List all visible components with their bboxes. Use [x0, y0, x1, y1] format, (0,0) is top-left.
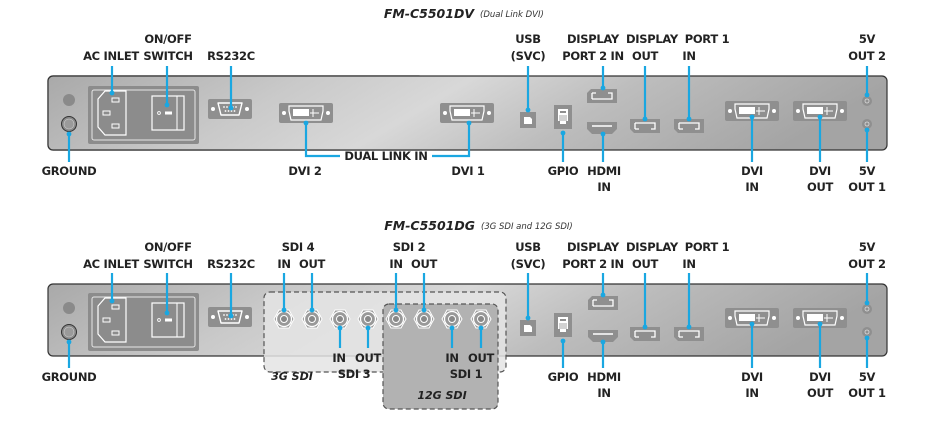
dp2-in-port-icon	[586, 88, 618, 104]
label-sdi4-out: OUT	[299, 257, 326, 271]
label-dp1-in: IN	[682, 257, 695, 271]
label-sdi4-in: IN	[277, 257, 290, 271]
label-display-1: DISPLAY	[567, 32, 620, 46]
label-dvi-in-1: DVI	[741, 370, 763, 384]
label-5v-out2: OUT 2	[848, 257, 885, 271]
label-ac-inlet: AC INLET	[83, 49, 139, 63]
label-gpio: GPIO	[548, 164, 579, 178]
label-rs232c: RS232C	[207, 49, 255, 63]
label-5v-top: 5V	[859, 32, 876, 46]
label-display-1: DISPLAY	[567, 240, 620, 254]
label-hdmi: HDMI	[587, 164, 621, 178]
label-onoff: ON/OFF	[144, 32, 191, 46]
label-5v-out1: OUT 1	[848, 386, 886, 400]
label-dvi-out-1: DVI	[809, 164, 831, 178]
5v-out2-icon	[861, 95, 873, 107]
label-5v-bottom: 5V	[859, 164, 876, 178]
sdi1-in-bnc-icon	[441, 309, 463, 329]
top-title: FM-C5501DV	[384, 6, 476, 21]
5v-out1-icon	[861, 326, 873, 338]
dvi2-port-icon	[278, 102, 334, 124]
dp2-in-port-icon	[587, 295, 619, 311]
label-dp-out: OUT	[632, 257, 659, 271]
label-dvi-in-1: DVI	[741, 164, 763, 178]
sdi3-in-bnc-icon	[329, 309, 351, 329]
label-usb: USB	[515, 240, 541, 254]
label-usb-svc: (SVC)	[511, 49, 546, 63]
label-sdi4: SDI 4	[282, 240, 315, 254]
top-subtitle: (Dual Link DVI)	[480, 10, 544, 20]
label-ground: GROUND	[42, 370, 97, 384]
label-dvi-in-2: IN	[745, 180, 758, 194]
usb-port-icon	[520, 112, 536, 128]
label-switch: SWITCH	[143, 49, 192, 63]
label-5v-top: 5V	[859, 240, 876, 254]
label-usb-svc: (SVC)	[511, 257, 546, 271]
label-sdi2: SDI 2	[393, 240, 426, 254]
bottom-subtitle: (3G SDI and 12G SDI)	[481, 222, 573, 232]
sdi3-out-bnc-icon	[357, 309, 379, 329]
bottom-leader-lines	[66, 273, 870, 368]
label-hdmi-in: IN	[597, 386, 610, 400]
usb-port-icon	[520, 320, 536, 336]
sdi4-out-bnc-icon	[301, 309, 323, 329]
label-sdi2-out: OUT	[411, 257, 438, 271]
sdi1-out-bnc-icon	[470, 309, 492, 329]
label-5v-out1: OUT 1	[848, 180, 886, 194]
dvi1-port-icon	[439, 102, 495, 124]
label-port1: PORT 1	[685, 32, 730, 46]
bottom-panel: FM-C5501DG (3G SDI and 12G SDI)	[42, 218, 888, 410]
label-dual-link-in: DUAL LINK IN	[344, 149, 427, 163]
label-port2-in: PORT 2 IN	[562, 257, 624, 271]
gpio-port-icon	[553, 104, 573, 130]
ground-screw-icon	[63, 94, 75, 106]
label-sdi1-in: IN	[445, 351, 458, 365]
12g-sdi-group	[382, 303, 499, 410]
5v-out2-icon	[861, 303, 873, 315]
label-dvi-out-2: OUT	[807, 180, 834, 194]
label-3g-sdi: 3G SDI	[271, 370, 313, 383]
top-panel: FM-C5501DV (Dual Link DVI)	[42, 6, 888, 194]
label-sdi3: SDI 3	[338, 367, 371, 381]
label-ground: GROUND	[42, 164, 97, 178]
sdi4-in-bnc-icon	[273, 309, 295, 329]
gpio-port-icon	[553, 312, 573, 338]
top-leader-lines	[66, 66, 870, 162]
label-dvi1: DVI 1	[451, 164, 485, 178]
label-dp-out: OUT	[632, 49, 659, 63]
label-sdi1: SDI 1	[450, 367, 483, 381]
label-onoff: ON/OFF	[144, 240, 191, 254]
label-hdmi-in: IN	[597, 180, 610, 194]
ac-inlet-switch-icon	[87, 292, 200, 352]
label-sdi3-in: IN	[332, 351, 345, 365]
label-dp1-in: IN	[682, 49, 695, 63]
label-5v-out2: OUT 2	[848, 49, 885, 63]
label-port1: PORT 1	[685, 240, 730, 254]
sdi2-in-bnc-icon	[385, 309, 407, 329]
label-switch: SWITCH	[143, 257, 192, 271]
label-port2-in: PORT 2 IN	[562, 49, 624, 63]
label-sdi3-out: OUT	[355, 351, 382, 365]
label-dvi-out-1: DVI	[809, 370, 831, 384]
ac-inlet-switch-icon	[87, 85, 200, 145]
label-display-2: DISPLAY	[626, 240, 679, 254]
label-12g-sdi: 12G SDI	[417, 389, 466, 402]
label-dvi2: DVI 2	[288, 164, 321, 178]
ground-screw-icon	[63, 302, 75, 314]
label-ac-inlet: AC INLET	[83, 257, 139, 271]
label-dvi-in-2: IN	[745, 386, 758, 400]
sdi2-out-bnc-icon	[413, 309, 435, 329]
label-dvi-out-2: OUT	[807, 386, 834, 400]
label-gpio: GPIO	[548, 370, 579, 384]
label-usb: USB	[515, 32, 541, 46]
bottom-title: FM-C5501DG	[384, 218, 475, 233]
label-hdmi: HDMI	[587, 370, 621, 384]
label-sdi1-out: OUT	[468, 351, 495, 365]
5v-out1-icon	[861, 118, 873, 130]
label-rs232c: RS232C	[207, 257, 255, 271]
label-display-2: DISPLAY	[626, 32, 679, 46]
label-sdi2-in: IN	[389, 257, 402, 271]
label-5v-bottom: 5V	[859, 370, 876, 384]
